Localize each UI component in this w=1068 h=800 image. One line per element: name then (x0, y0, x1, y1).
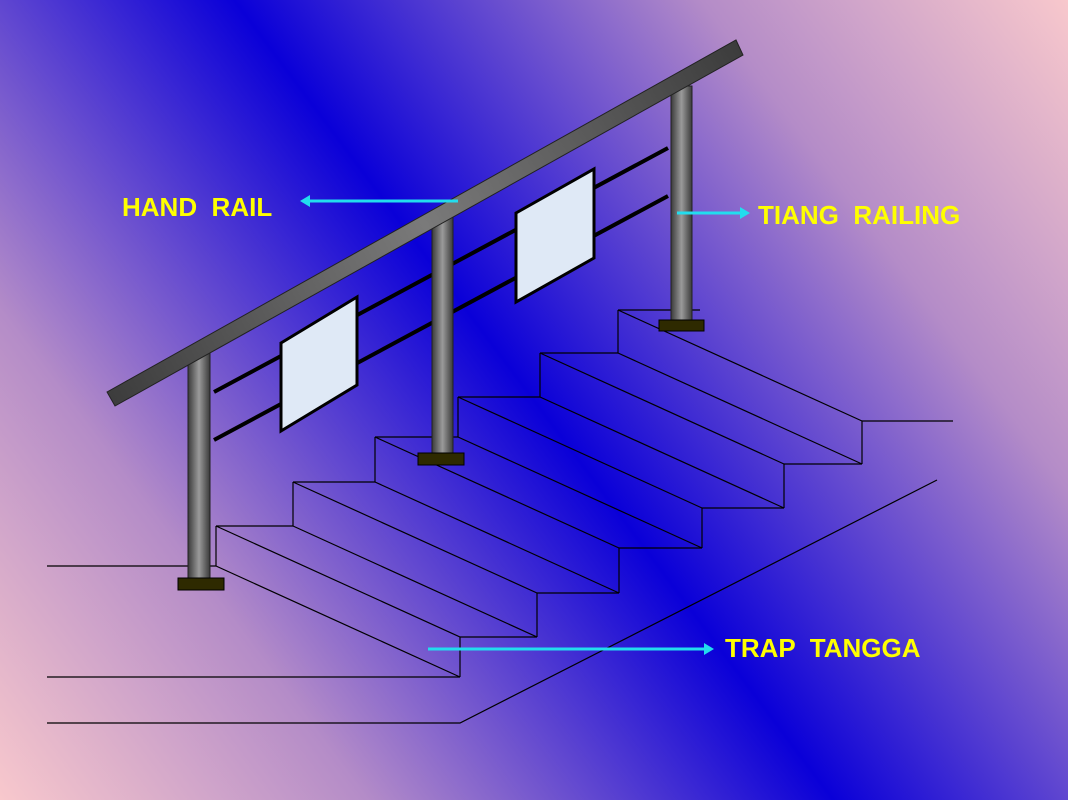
step-base-edge (292, 525, 538, 638)
step-nosing-edge (457, 396, 703, 509)
post-base (177, 577, 225, 591)
handrail (106, 39, 744, 407)
glass-panel (514, 166, 596, 305)
label-trap-tangga: TRAP TANGGA (725, 633, 921, 663)
step-base-edge (539, 396, 785, 509)
stair-steps (47, 309, 953, 724)
step-nosing-edge (374, 436, 620, 549)
label-tiang-railing: TIANG RAILING (758, 200, 960, 230)
tiang-railing-arrow (677, 207, 750, 219)
step-base-edge (374, 481, 620, 594)
step-base-edge (617, 352, 863, 465)
railing-post (431, 214, 454, 456)
trap-tangga-arrow (428, 643, 714, 655)
post-base (417, 452, 465, 466)
post-base (658, 319, 705, 332)
step-nosing-edge (292, 481, 538, 594)
railing-post (187, 351, 211, 581)
floor-line (47, 479, 938, 724)
hand-rail-arrow (300, 195, 458, 207)
railing-post (670, 85, 693, 323)
step-base-edge (457, 436, 703, 549)
step-nosing-edge (215, 525, 461, 638)
glass-panel (279, 294, 359, 434)
label-hand-rail: HAND RAIL (122, 192, 272, 222)
step-nosing-edge (539, 352, 785, 465)
step-base-edge (215, 565, 461, 678)
